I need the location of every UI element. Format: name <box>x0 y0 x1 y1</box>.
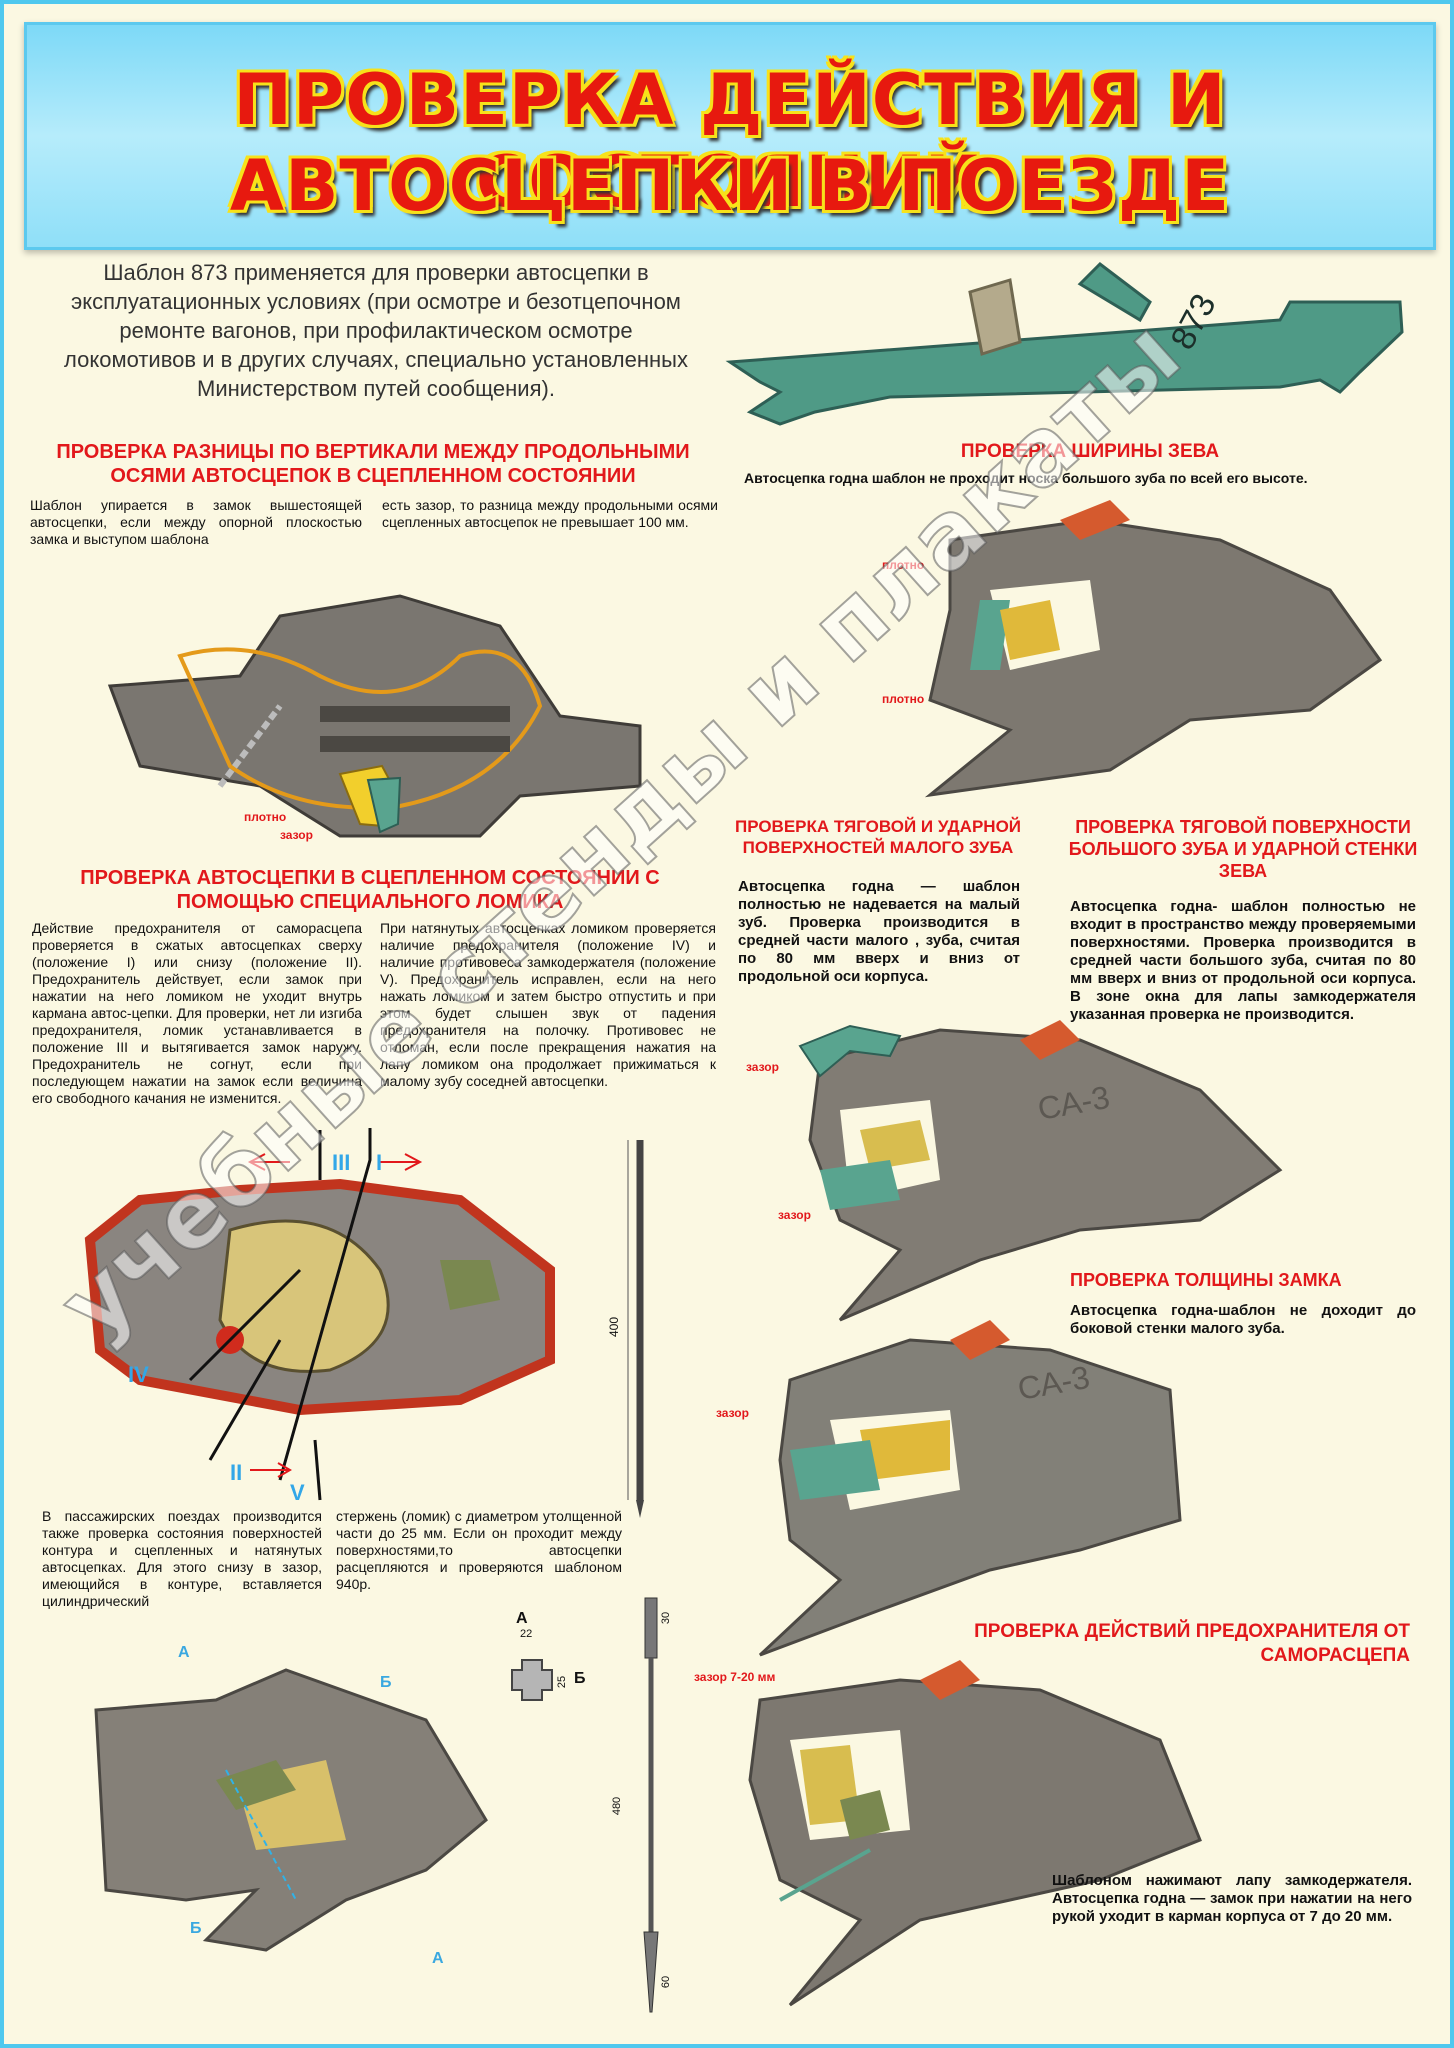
crowbar-heading: ПРОВЕРКА АВТОСЦЕПКИ В СЦЕПЛЕННОМ СОСТОЯН… <box>80 867 660 913</box>
crowbar-text-right: При натянутых автосцепках ломиком провер… <box>380 920 716 1089</box>
position-label-II: II <box>230 1460 243 1485</box>
label-tight-vertical: плотно <box>244 810 287 824</box>
safety-illustration <box>748 1660 1202 2007</box>
position-label-IV: IV <box>128 1362 149 1387</box>
big-tooth-text: Автосцепка годна- шаблон полностью не вх… <box>1070 898 1416 1023</box>
rod-dim-30: 30 <box>660 1611 673 1625</box>
label-gap-small-tooth-1: зазор <box>746 1060 779 1074</box>
title-banner: ПРОВЕРКА ДЕЙСТВИЯ И СОСТОЯНИЙ АВТОСЦЕПКИ… <box>24 22 1436 250</box>
rod-drawing <box>643 1597 659 2013</box>
position-label-III: III <box>332 1150 351 1175</box>
label-tight-top: плотно <box>882 558 925 572</box>
label-tight-bottom: плотно <box>882 692 925 706</box>
lock-thickness-heading: ПРОВЕРКА ТОЛЩИНЫ ЗАМКА <box>1070 1270 1342 1290</box>
crowbar-text-left: Действие предохранителя от саморасцепа п… <box>32 920 362 1106</box>
cross-section-label-B: Б <box>574 1670 586 1687</box>
template-873-illustration: 873 <box>725 262 1404 426</box>
label-gap-lock: зазор <box>716 1406 749 1420</box>
position-label-I: I <box>376 1150 383 1175</box>
rod-dim-60: 60 <box>660 1975 673 1989</box>
cross-section-label-A: А <box>516 1610 528 1627</box>
small-tooth-text: Автосцепка годна — шаблон полностью не н… <box>738 878 1020 985</box>
section-label-A-bottom: А <box>432 1950 444 1967</box>
big-tooth-heading: ПРОВЕРКА ТЯГОВОЙ ПОВЕРХНОСТИ БОЛЬШОГО ЗУ… <box>1068 817 1418 881</box>
position-label-V: V <box>290 1480 305 1505</box>
passenger-text-right: стержень (ломик) с диаметром утолщенной … <box>336 1508 622 1592</box>
cross-section-dim-22: 22 <box>520 1628 533 1640</box>
vertical-diff-heading: ПРОВЕРКА РАЗНИЦЫ ПО ВЕРТИКАЛИ МЕЖДУ ПРОД… <box>56 441 690 487</box>
small-tooth-illustration: СА-3 <box>808 1020 1283 1322</box>
section-label-B-top: Б <box>380 1674 392 1691</box>
page-title-line-2: АВТОСЦЕПКИ В ПОЕЗДЕ <box>229 145 1231 227</box>
lock-thickness-text: Автосцепка годна-шаблон не доходит до бо… <box>1070 1302 1416 1337</box>
crowbar-lines <box>188 1128 423 1501</box>
jaw-width-text: Автосцепка годна шаблон не проходит носк… <box>744 470 1308 486</box>
crowbar-dim-400: 400 <box>607 1316 622 1338</box>
label-gap-vertical: зазор <box>280 828 313 842</box>
page-title-line-1: ПРОВЕРКА ДЕЙСТВИЯ И СОСТОЯНИЙ <box>233 59 1227 223</box>
cross-section-icon <box>511 1659 553 1701</box>
passenger-text-left: В пассажирских поездах производится такж… <box>42 1508 322 1609</box>
vertical-diff-text-left: Шаблон упирается в замок вышестоящей авт… <box>30 497 362 547</box>
coupler-section-illustration <box>84 1178 555 1416</box>
small-tooth-heading: ПРОВЕРКА ТЯГОВОЙ И УДАРНОЙ ПОВЕРХНОСТЕЙ … <box>734 817 1022 857</box>
label-gap-small-tooth-2: зазор <box>778 1208 811 1222</box>
coupled-contour-illustration <box>94 1668 488 1952</box>
rod-dim-480: 480 <box>611 1796 624 1816</box>
cross-section-dim-25: 25 <box>556 1675 569 1689</box>
label-gap-7-20: зазор 7-20 мм <box>694 1670 776 1684</box>
intro-text: Шаблон 873 применяется для проверки авто… <box>64 260 688 401</box>
small-tooth-template <box>798 1024 902 1078</box>
lock-thickness-illustration: СА-3 <box>758 1320 1182 1657</box>
coupler-coupled-illustration <box>107 594 642 838</box>
crowbar-drawing <box>627 1140 644 1518</box>
safety-text: Шаблоном нажимают лапу замкодержателя. А… <box>1052 1872 1412 1925</box>
section-label-B-bottom: Б <box>190 1920 202 1937</box>
safety-heading: ПРОВЕРКА ДЕЙСТВИЙ ПРЕДОХРАНИТЕЛЯ ОТ САМО… <box>974 1621 1410 1666</box>
jaw-width-heading: ПРОВЕРКА ШИРИНЫ ЗЕВА <box>960 441 1220 462</box>
vertical-diff-text-right: есть зазор, то разница между продольными… <box>382 497 718 530</box>
jaw-width-illustration <box>924 500 1383 798</box>
section-label-A-top: А <box>178 1644 190 1661</box>
